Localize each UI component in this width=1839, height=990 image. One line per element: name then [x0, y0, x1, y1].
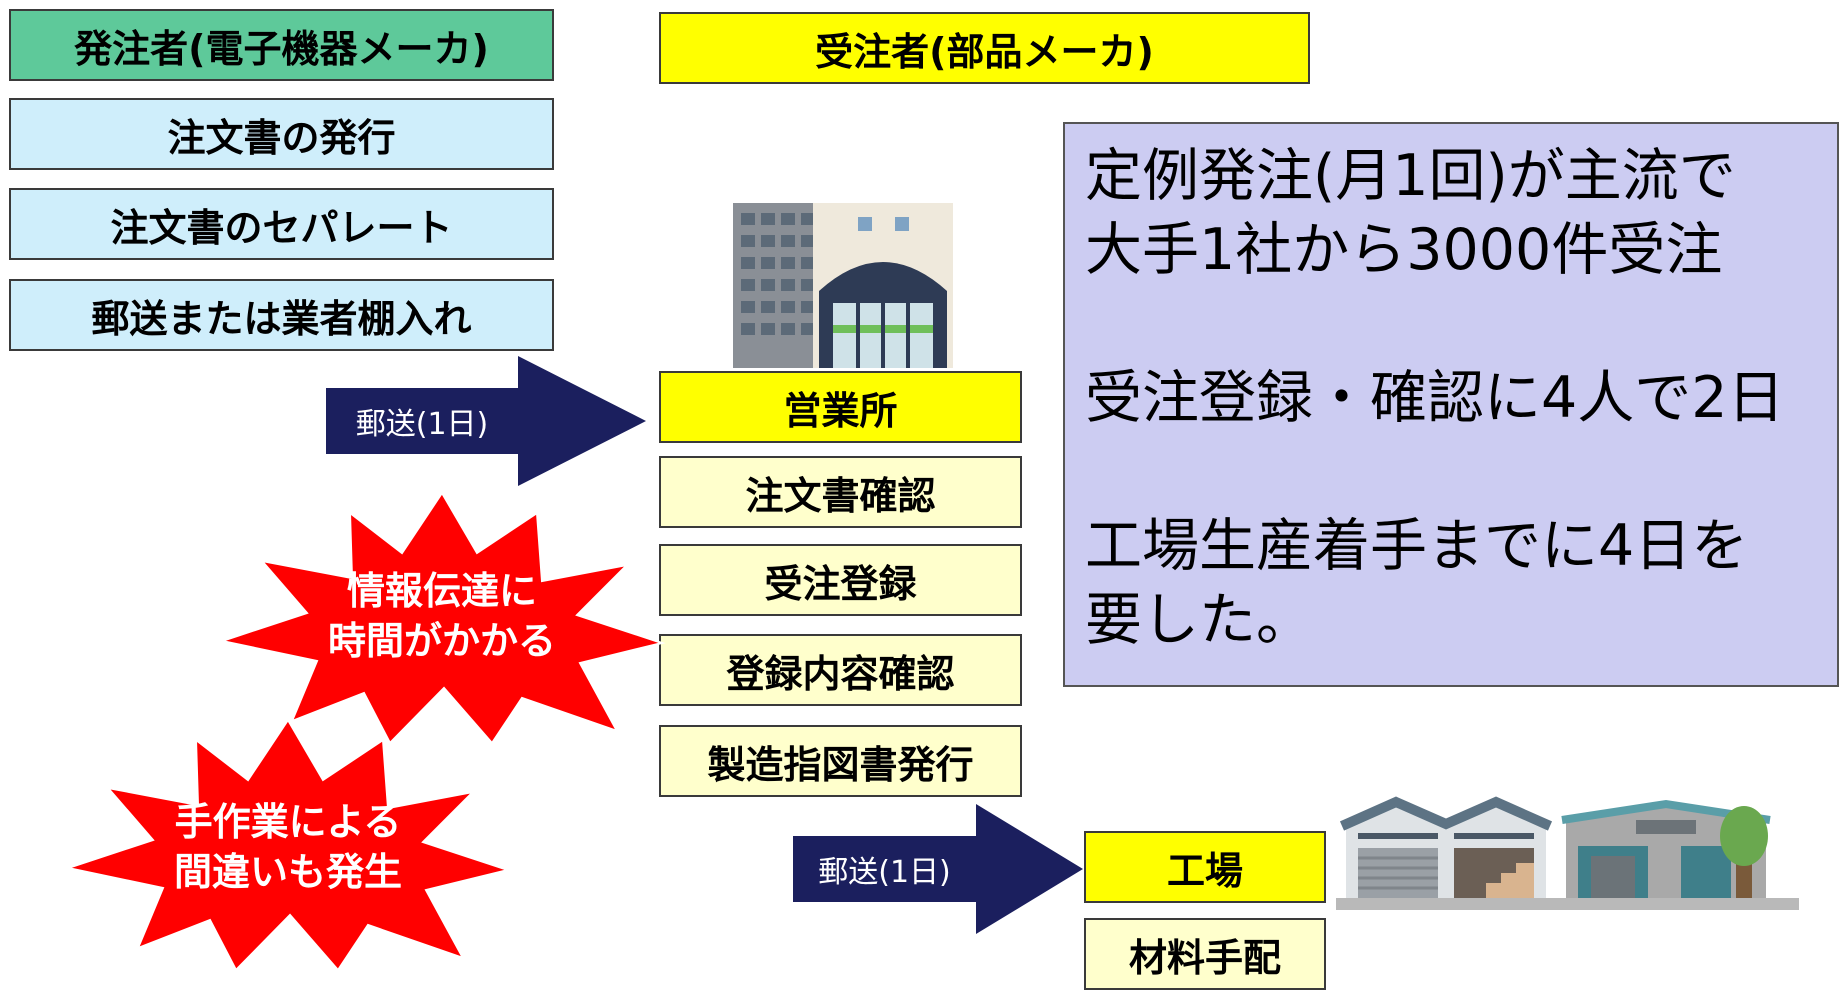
summary-note: 定例発注(月1回)が主流で 大手1社から3000件受注 受注登録・確認に4人で2…: [1063, 122, 1839, 687]
mail-arrow-to-office-label: 郵送(1日): [355, 407, 489, 442]
note-line-3: [1085, 287, 1827, 361]
mail-arrow-to-factory-label: 郵送(1日): [818, 855, 951, 890]
burst-manual-errors-text: 手作業による 間違いも発生: [158, 797, 418, 897]
burst-slow-info-text: 情報伝達に 時間がかかる: [312, 566, 572, 666]
orderer-step-mail: 郵送または業者棚入れ: [9, 279, 554, 351]
orderer-header: 発注者(電子機器メーカ): [9, 9, 554, 81]
office-step-confirm: 注文書確認: [659, 456, 1022, 528]
supplier-header: 受注者(部品メーカ): [659, 12, 1310, 84]
note-line-4: 受注登録・確認に4人で2日: [1085, 365, 1785, 431]
office-step-verify: 登録内容確認: [659, 634, 1022, 706]
factory-label: 工場: [1084, 831, 1326, 903]
office-building-icon: [733, 203, 953, 368]
burst-manual-errors: [64, 718, 512, 972]
factory-warehouse-icon: [1336, 796, 1799, 910]
burst-slow-info-line2: 時間がかかる: [327, 619, 556, 663]
note-line-1: 定例発注(月1回)が主流で: [1085, 143, 1736, 209]
mail-arrow-to-factory: [793, 804, 1083, 934]
note-line-5: [1085, 435, 1827, 509]
burst-manual-errors-line1: 手作業による: [174, 800, 402, 844]
note-line-7: 要した。: [1085, 587, 1313, 653]
burst-slow-info-line1: 情報伝達に: [346, 569, 537, 613]
factory-step-materials: 材料手配: [1084, 918, 1326, 990]
orderer-step-separate: 注文書のセパレート: [9, 188, 554, 260]
office-step-work-order: 製造指図書発行: [659, 725, 1022, 797]
orderer-step-issue: 注文書の発行: [9, 98, 554, 170]
burst-slow-info: [218, 491, 666, 745]
burst-manual-errors-line2: 間違いも発生: [173, 850, 402, 894]
note-line-6: 工場生産着手までに4日を: [1085, 513, 1749, 579]
office-label: 営業所: [659, 371, 1022, 443]
note-line-2: 大手1社から3000件受注: [1085, 217, 1723, 283]
office-step-register: 受注登録: [659, 544, 1022, 616]
mail-arrow-to-office: [326, 356, 646, 486]
